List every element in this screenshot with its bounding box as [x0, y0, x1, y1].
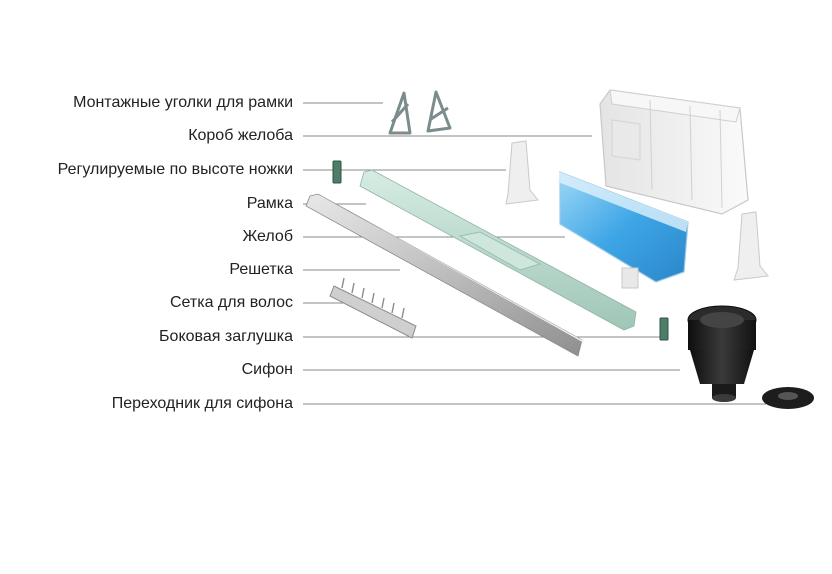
- adjustable-feet: [505, 140, 769, 281]
- frame: [359, 169, 637, 331]
- label-frame: Рамка: [246, 195, 293, 212]
- foot-left: [505, 140, 539, 205]
- mounting-corner-brackets: [388, 90, 452, 135]
- label-channel-box: Короб желоба: [188, 127, 293, 144]
- label-mounting-corners: Монтажные уголки для рамки: [73, 94, 293, 111]
- label-siphon: Сифон: [241, 361, 293, 378]
- label-channel: Желоб: [242, 228, 293, 245]
- siphon-adapter: [762, 387, 814, 409]
- label-hair-mesh: Сетка для волос: [169, 294, 293, 311]
- mounting-corner-left: [388, 91, 412, 135]
- side-caps: [332, 160, 669, 341]
- label-siphon-adapter: Переходник для сифона: [111, 395, 293, 412]
- side-cap-right: [659, 317, 669, 341]
- grate: [305, 193, 586, 357]
- siphon: [687, 305, 757, 402]
- label-grate: Решетка: [229, 261, 293, 278]
- foot-right: [733, 211, 769, 281]
- label-side-cap: Боковая заглушка: [159, 328, 293, 345]
- side-cap-left: [332, 160, 342, 184]
- label-adjustable-feet: Регулируемые по высоте ножки: [57, 161, 293, 178]
- channel-box: [599, 89, 749, 215]
- mounting-corner-right: [426, 90, 452, 133]
- drain-channel: [558, 171, 689, 289]
- hair-mesh: [329, 277, 417, 339]
